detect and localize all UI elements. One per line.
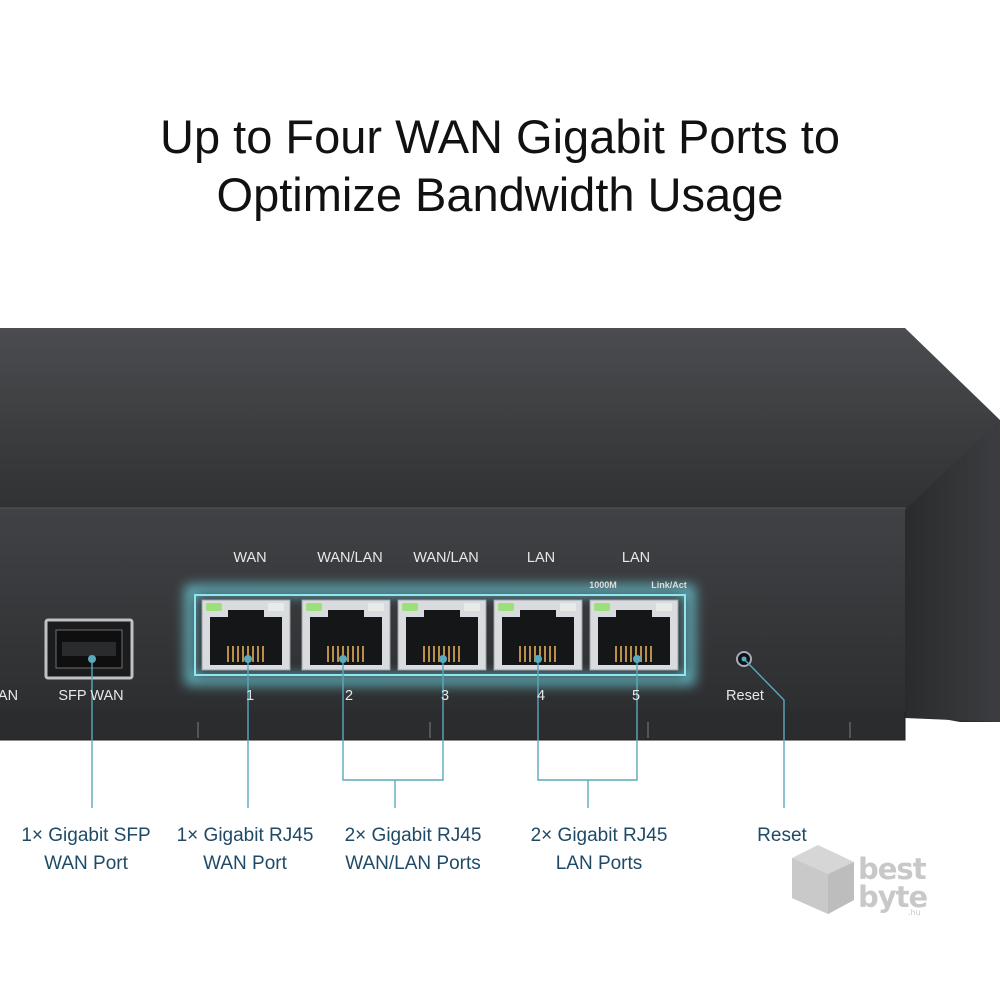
chassis-bottom-edge [0, 710, 905, 740]
sfp-port [44, 618, 134, 680]
led-legend-1000m: 1000M [589, 580, 617, 590]
port-number-1: 1 [245, 688, 255, 704]
leader-lines [91, 658, 785, 808]
callout-sfp-line-2: WAN Port [44, 853, 128, 874]
callout-lan-line-1: 2× Gigabit RJ45 [530, 825, 668, 846]
led-link-act [560, 603, 576, 611]
ports-highlight-glow [185, 585, 695, 685]
callout-wan-line-1: 1× Gigabit RJ45 [176, 825, 314, 846]
chassis-top [0, 328, 1000, 512]
led-1000m [206, 603, 222, 611]
watermark-tld: .hu [908, 908, 921, 917]
callout-lan-line-2: LAN Ports [555, 853, 643, 874]
port-header-3: WAN/LAN [413, 550, 479, 566]
port-number-4: 4 [536, 688, 546, 704]
port-number-3: 3 [440, 688, 450, 704]
port-number-2: 2 [344, 688, 354, 704]
led-link-act [368, 603, 384, 611]
led-1000m [402, 603, 418, 611]
headline-line-2: Optimize Bandwidth Usage [216, 168, 784, 221]
headline: Up to Four WAN Gigabit Ports to Optimize… [0, 108, 1000, 224]
port-header-5: LAN [621, 550, 651, 566]
led-1000m [498, 603, 514, 611]
port-header-1: WAN [233, 550, 267, 566]
port-header-4: LAN [526, 550, 556, 566]
led-link-act [656, 603, 672, 611]
led-legend-link-act: Link/Act [651, 580, 687, 590]
led-1000m [306, 603, 322, 611]
sfp-wan-label: SFP WAN [58, 688, 124, 704]
ports-highlight-outline [194, 594, 686, 676]
port-number-5: 5 [631, 688, 641, 704]
callout-lan: 2× Gigabit RJ45 LAN Ports [531, 822, 668, 878]
callout-wanlan-line-1: 2× Gigabit RJ45 [344, 825, 482, 846]
callout-sfp-line-1: 1× Gigabit SFP [21, 825, 151, 846]
cut-off-label: AN [0, 688, 19, 704]
callout-reset: Reset [757, 822, 807, 850]
callout-sfp: 1× Gigabit SFP WAN Port [21, 822, 150, 878]
bestbyte-logo-icon [792, 845, 854, 914]
callout-wanlan: 2× Gigabit RJ45 WAN/LAN Ports [345, 822, 482, 878]
callout-wan-line-2: WAN Port [203, 853, 287, 874]
callout-wanlan-line-2: WAN/LAN Ports [345, 853, 481, 874]
led-1000m [594, 603, 610, 611]
watermark-line-1: best [858, 852, 927, 886]
callout-reset-line-1: Reset [757, 825, 807, 846]
reset-label: Reset [726, 688, 764, 704]
led-link-act [268, 603, 284, 611]
chassis-side [905, 420, 1000, 722]
watermark-line-2: byte [858, 880, 928, 914]
led-link-act [464, 603, 480, 611]
port-header-2: WAN/LAN [317, 550, 383, 566]
headline-line-1: Up to Four WAN Gigabit Ports to [160, 110, 840, 163]
callout-wan: 1× Gigabit RJ45 WAN Port [177, 822, 314, 878]
